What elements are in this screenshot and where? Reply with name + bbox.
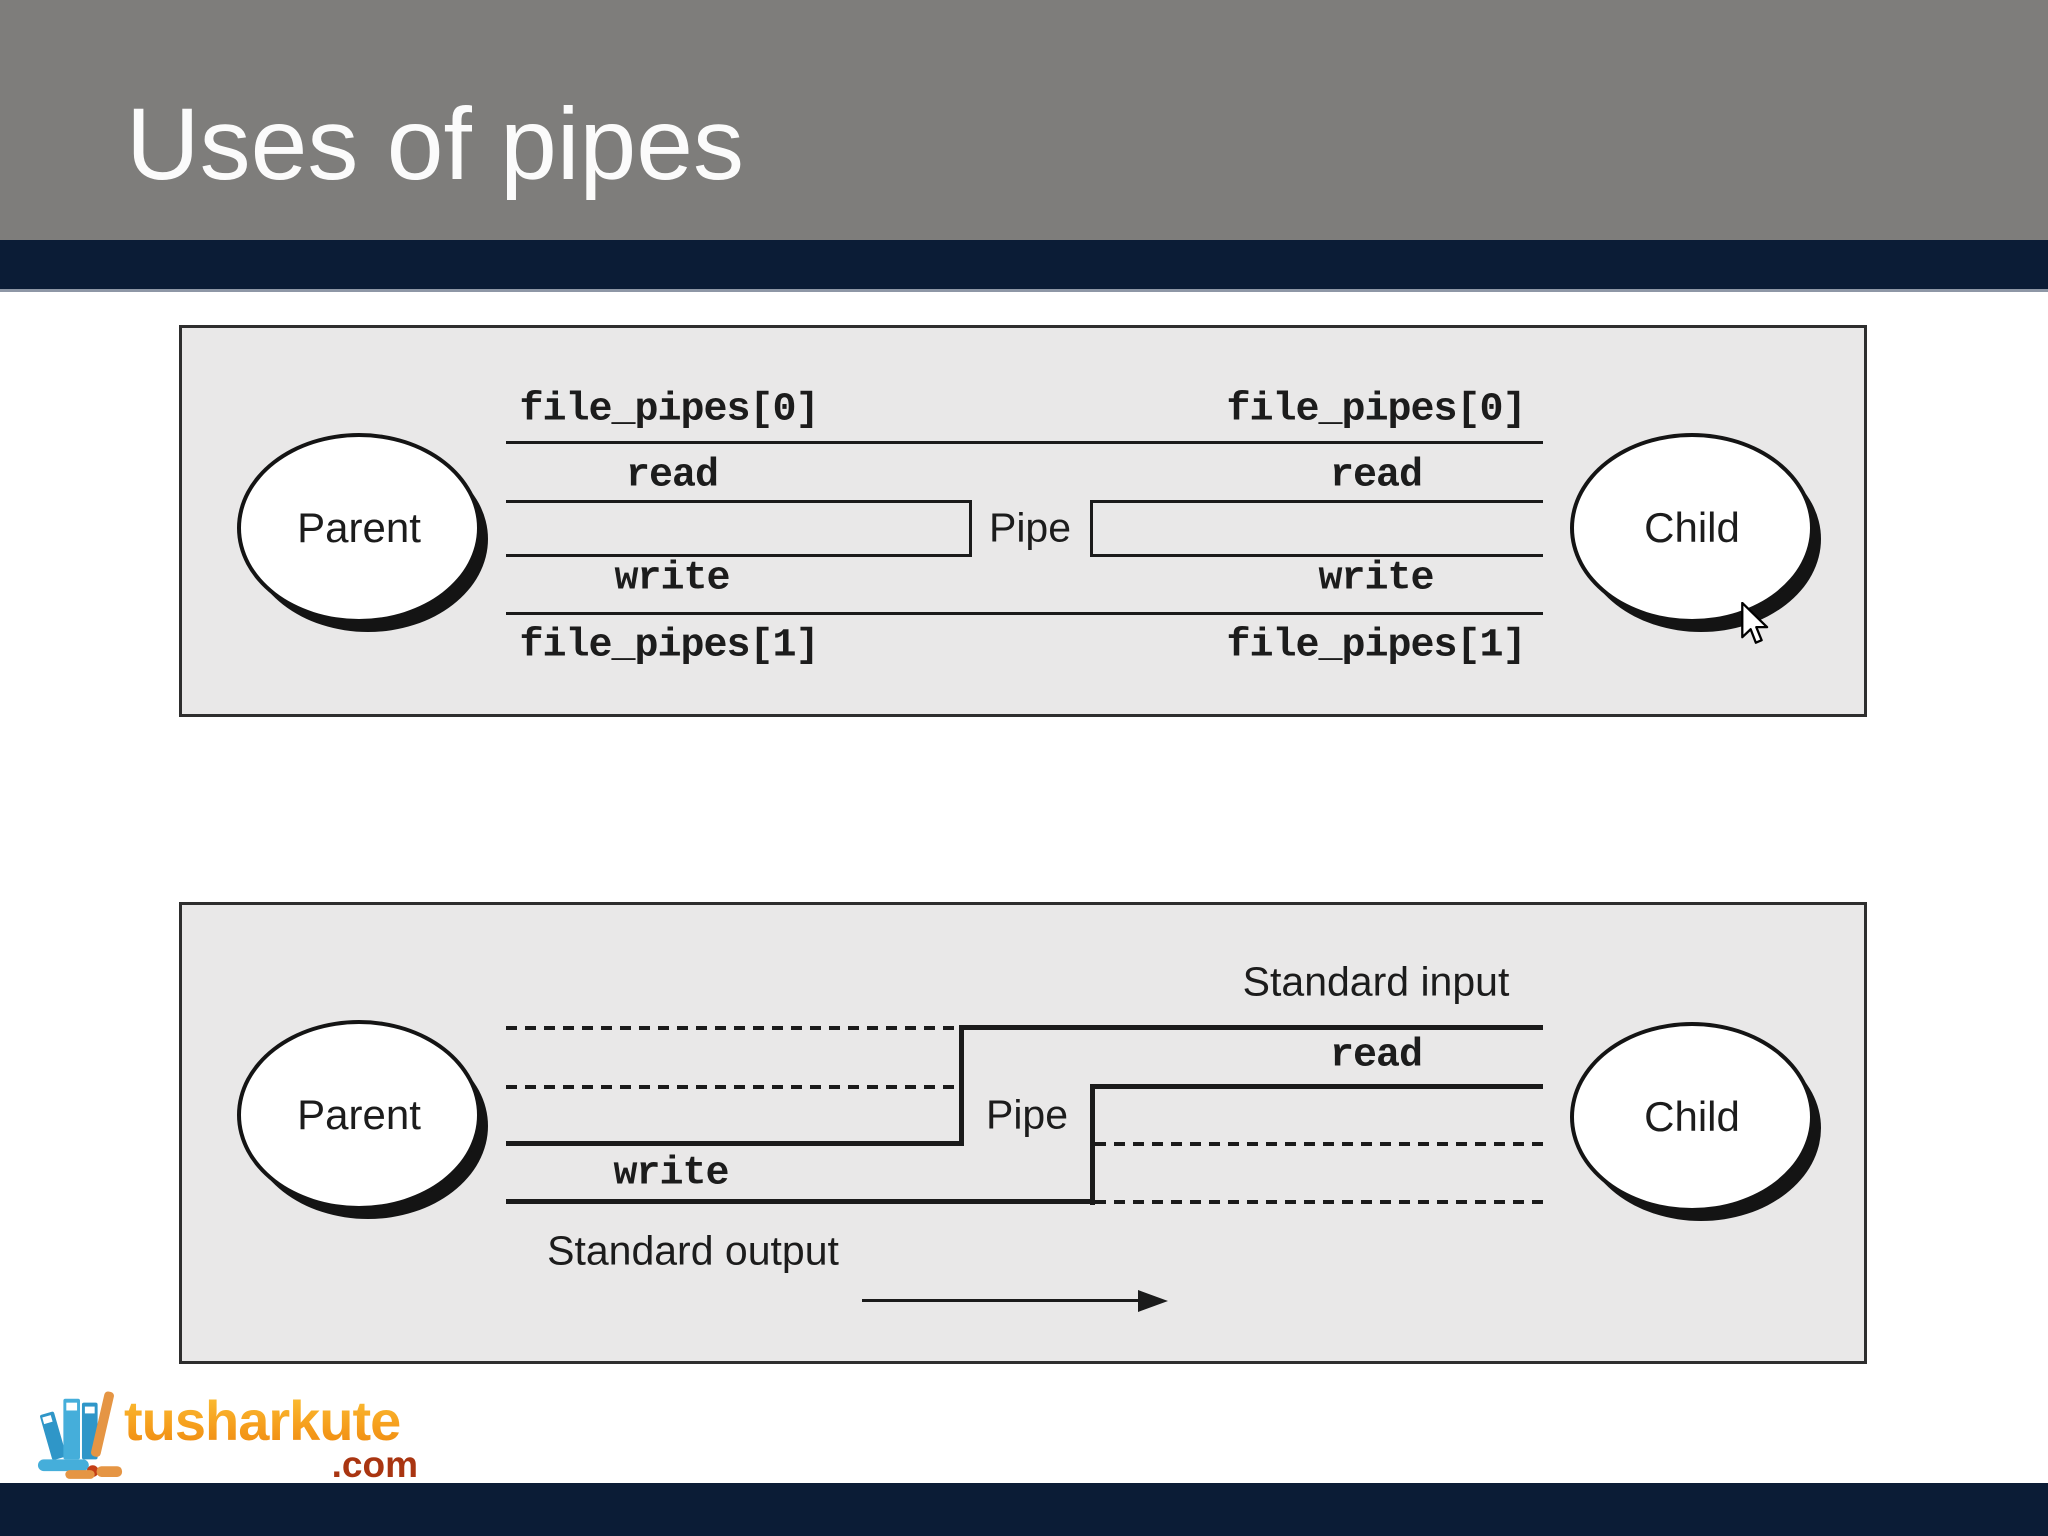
- file-pipes0-label-left: file_pipes[0]: [519, 387, 819, 433]
- data-flow-arrow-head-icon: [1138, 1290, 1168, 1312]
- standard-input-label: Standard input: [1242, 958, 1510, 1005]
- child-write-dashed-line-top: [1095, 1142, 1543, 1146]
- parent-label: Parent: [297, 1091, 421, 1138]
- file-pipes1-label-right: file_pipes[1]: [1226, 623, 1526, 669]
- pipe-top-line: [506, 441, 1543, 444]
- child-stdin-line: [959, 1025, 1543, 1030]
- parent-label: Parent: [297, 504, 421, 551]
- read-label-right: read: [1329, 453, 1423, 499]
- slide-header: Uses of pipes: [0, 0, 2048, 240]
- standard-output-label: Standard output: [547, 1227, 839, 1274]
- diagram-file-pipes: Parent Child file_pipes[0] file_pipes[0]…: [179, 325, 1867, 717]
- read-label-left: read: [625, 453, 719, 499]
- tusharkute-logo: tusharkute .com: [36, 1382, 456, 1486]
- write-label: write: [613, 1151, 729, 1197]
- child-process-ellipse: Child: [1570, 433, 1814, 623]
- logo-tld: .com: [331, 1444, 418, 1485]
- pipe-step-right-vertical: [1090, 1084, 1095, 1205]
- parent-process-ellipse: Parent: [237, 1020, 481, 1210]
- child-process-ellipse: Child: [1570, 1022, 1814, 1212]
- write-label-right: write: [1318, 556, 1434, 602]
- footer-accent-bar: [0, 1483, 2048, 1536]
- logo-wordmark: tusharkute: [124, 1389, 401, 1452]
- child-label: Child: [1644, 504, 1740, 551]
- write-label-left: write: [614, 556, 730, 602]
- pipe-channel-left-rect: [506, 500, 972, 557]
- pipe-label: Pipe: [988, 504, 1072, 551]
- pipe-channel-right-rect: [1090, 500, 1543, 557]
- parent-write-line-bottom: [506, 1199, 1095, 1204]
- mouse-cursor-icon: [1740, 601, 1772, 653]
- parent-read-dashed-line-top: [506, 1026, 963, 1030]
- header-accent-bar: [0, 240, 2048, 292]
- file-pipes1-label-left: file_pipes[1]: [519, 623, 819, 669]
- parent-process-ellipse: Parent: [237, 433, 481, 623]
- child-label: Child: [1644, 1093, 1740, 1140]
- books-pen-logo-icon: [37, 1391, 123, 1479]
- parent-write-line-top: [506, 1141, 964, 1146]
- pipe-bottom-line: [506, 612, 1543, 615]
- child-read-line: [1090, 1084, 1543, 1089]
- diagram-standard-io: Parent Child Standard input read Pipe wr…: [179, 902, 1867, 1364]
- pipe-step-left-vertical: [959, 1025, 964, 1146]
- data-flow-arrow-line: [862, 1299, 1140, 1302]
- read-label: read: [1329, 1033, 1423, 1079]
- file-pipes0-label-right: file_pipes[0]: [1226, 387, 1526, 433]
- parent-read-dashed-line-bottom: [506, 1085, 963, 1089]
- page-title: Uses of pipes: [126, 87, 744, 201]
- pipe-label: Pipe: [985, 1091, 1069, 1138]
- child-write-dashed-line-bottom: [1095, 1200, 1543, 1204]
